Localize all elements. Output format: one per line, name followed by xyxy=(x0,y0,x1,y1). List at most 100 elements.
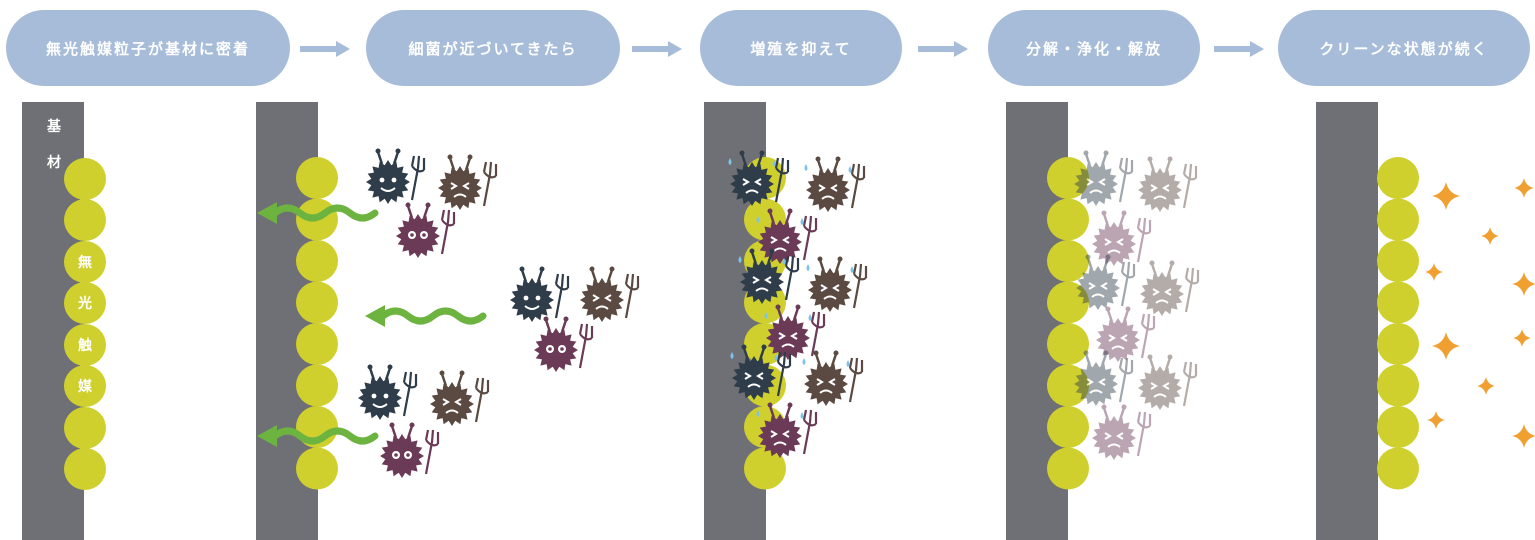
sweat-drop-icon xyxy=(756,216,760,223)
photocatalyst-particle xyxy=(1377,447,1419,490)
photocatalyst-particle xyxy=(1377,281,1419,324)
germ-icon xyxy=(758,402,818,458)
step-label: 増殖を抑えて xyxy=(750,39,852,58)
germ-icon xyxy=(1092,404,1152,460)
sweat-drop-icon xyxy=(738,256,742,263)
sparkle-icon xyxy=(1432,332,1460,360)
germ-icon xyxy=(580,266,640,322)
photocatalyst-particle xyxy=(296,240,338,282)
photocatalyst-particle xyxy=(1377,240,1419,282)
sweat-drop-icon xyxy=(756,410,760,417)
sparkle-icon xyxy=(1512,272,1535,296)
sweat-drop-icon xyxy=(774,354,778,361)
step-label: クリーンな状態が続く xyxy=(1319,39,1489,58)
germ-icon xyxy=(730,150,790,206)
sweat-drop-icon xyxy=(800,412,804,419)
germ-icon xyxy=(806,156,866,212)
sparkle-icon xyxy=(1477,377,1495,395)
germ-icon xyxy=(808,256,868,312)
sparkle-icon xyxy=(1427,411,1445,429)
photocatalyst-particle xyxy=(64,199,106,241)
sweat-drop-icon xyxy=(728,158,732,165)
sparkle-icon xyxy=(1512,424,1535,448)
germ-icon xyxy=(396,202,456,258)
photocatalyst-particle: 触 xyxy=(64,324,106,366)
sparkle-icon xyxy=(1514,178,1534,198)
sparkle-icon xyxy=(1425,263,1443,281)
germ-icon xyxy=(1074,350,1134,406)
step-pill-2: 細菌が近づいてきたら xyxy=(366,10,620,86)
germ-icon xyxy=(740,248,800,304)
sweat-drop-icon xyxy=(800,218,804,225)
photocatalyst-particle xyxy=(1047,157,1089,199)
step-pill-3: 増殖を抑えて xyxy=(700,10,902,86)
step-pill-5: クリーンな状態が続く xyxy=(1278,10,1530,86)
germ-icon xyxy=(804,350,864,406)
sweat-drop-icon xyxy=(772,160,776,167)
arrow-right-icon xyxy=(300,41,350,57)
germ-icon xyxy=(1076,254,1136,310)
photocatalyst-particle xyxy=(1377,157,1419,199)
sweat-drop-icon xyxy=(848,166,852,173)
photocatalyst-particle: 無 xyxy=(64,241,106,283)
photocatalyst-particle xyxy=(296,157,338,199)
sweat-drop-icon xyxy=(782,258,786,265)
germ-icon xyxy=(358,364,418,420)
particle-label: 触 xyxy=(78,338,92,354)
sparkle-icon xyxy=(1513,329,1531,347)
photocatalyst-particle xyxy=(296,447,338,490)
step-label: 細菌が近づいてきたら xyxy=(408,39,578,58)
photocatalyst-particle xyxy=(1047,323,1089,365)
particle-label: 無 xyxy=(78,255,92,271)
sweat-drop-icon xyxy=(730,352,734,359)
step-label: 分解・浄化・解放 xyxy=(1025,39,1162,58)
photocatalyst-particle xyxy=(1377,323,1419,365)
photocatalyst-particle xyxy=(64,448,106,490)
photocatalyst-particle xyxy=(296,281,338,324)
particle-label: 光 xyxy=(78,296,92,312)
germ-icon xyxy=(534,316,594,372)
germ-icon xyxy=(732,344,792,400)
photocatalyst-particle xyxy=(296,323,338,365)
sweat-drop-icon xyxy=(802,358,806,365)
photocatalyst-particle xyxy=(1377,364,1419,407)
photocatalyst-particle xyxy=(1047,198,1089,241)
arrow-right-icon xyxy=(632,41,682,57)
sweat-drop-icon xyxy=(764,312,768,319)
sweat-drop-icon xyxy=(806,264,810,271)
wave-arrow-icon xyxy=(257,425,379,447)
germ-icon xyxy=(510,266,570,322)
photocatalyst-particle xyxy=(1377,406,1419,448)
germ-icon xyxy=(430,370,490,426)
substrate-label-char: 基 xyxy=(47,119,61,135)
sweat-drop-icon xyxy=(846,360,850,367)
photocatalyst-particle xyxy=(64,407,106,449)
wave-arrow-icon xyxy=(365,305,487,327)
sweat-drop-icon xyxy=(804,164,808,171)
particle-label: 媒 xyxy=(78,379,92,395)
germ-icon xyxy=(766,304,826,360)
germ-icon xyxy=(758,208,818,264)
sparkle-icon xyxy=(1432,182,1460,210)
sweat-drop-icon xyxy=(850,266,854,273)
wave-arrow-icon xyxy=(257,202,379,224)
germ-icon xyxy=(438,154,498,210)
photocatalyst-particle xyxy=(1377,198,1419,241)
photocatalyst-particle xyxy=(1047,281,1089,324)
photocatalyst-particle xyxy=(1047,364,1089,407)
photocatalyst-particle xyxy=(296,364,338,407)
germ-icon xyxy=(380,422,440,478)
sweat-drop-icon xyxy=(808,314,812,321)
photocatalyst-particle: 媒 xyxy=(64,365,106,407)
photocatalyst-particle xyxy=(64,158,106,200)
step-pill-4: 分解・浄化・解放 xyxy=(988,10,1200,86)
step-label: 無光触媒粒子が基材に密着 xyxy=(45,39,250,58)
germ-icon xyxy=(1074,150,1134,206)
arrow-right-icon xyxy=(1214,41,1264,57)
germ-icon xyxy=(1140,260,1200,316)
substrate-label-char: 材 xyxy=(47,155,61,171)
germ-icon xyxy=(366,148,426,204)
arrow-right-icon xyxy=(918,41,968,57)
photocatalyst-particle xyxy=(1047,406,1089,448)
